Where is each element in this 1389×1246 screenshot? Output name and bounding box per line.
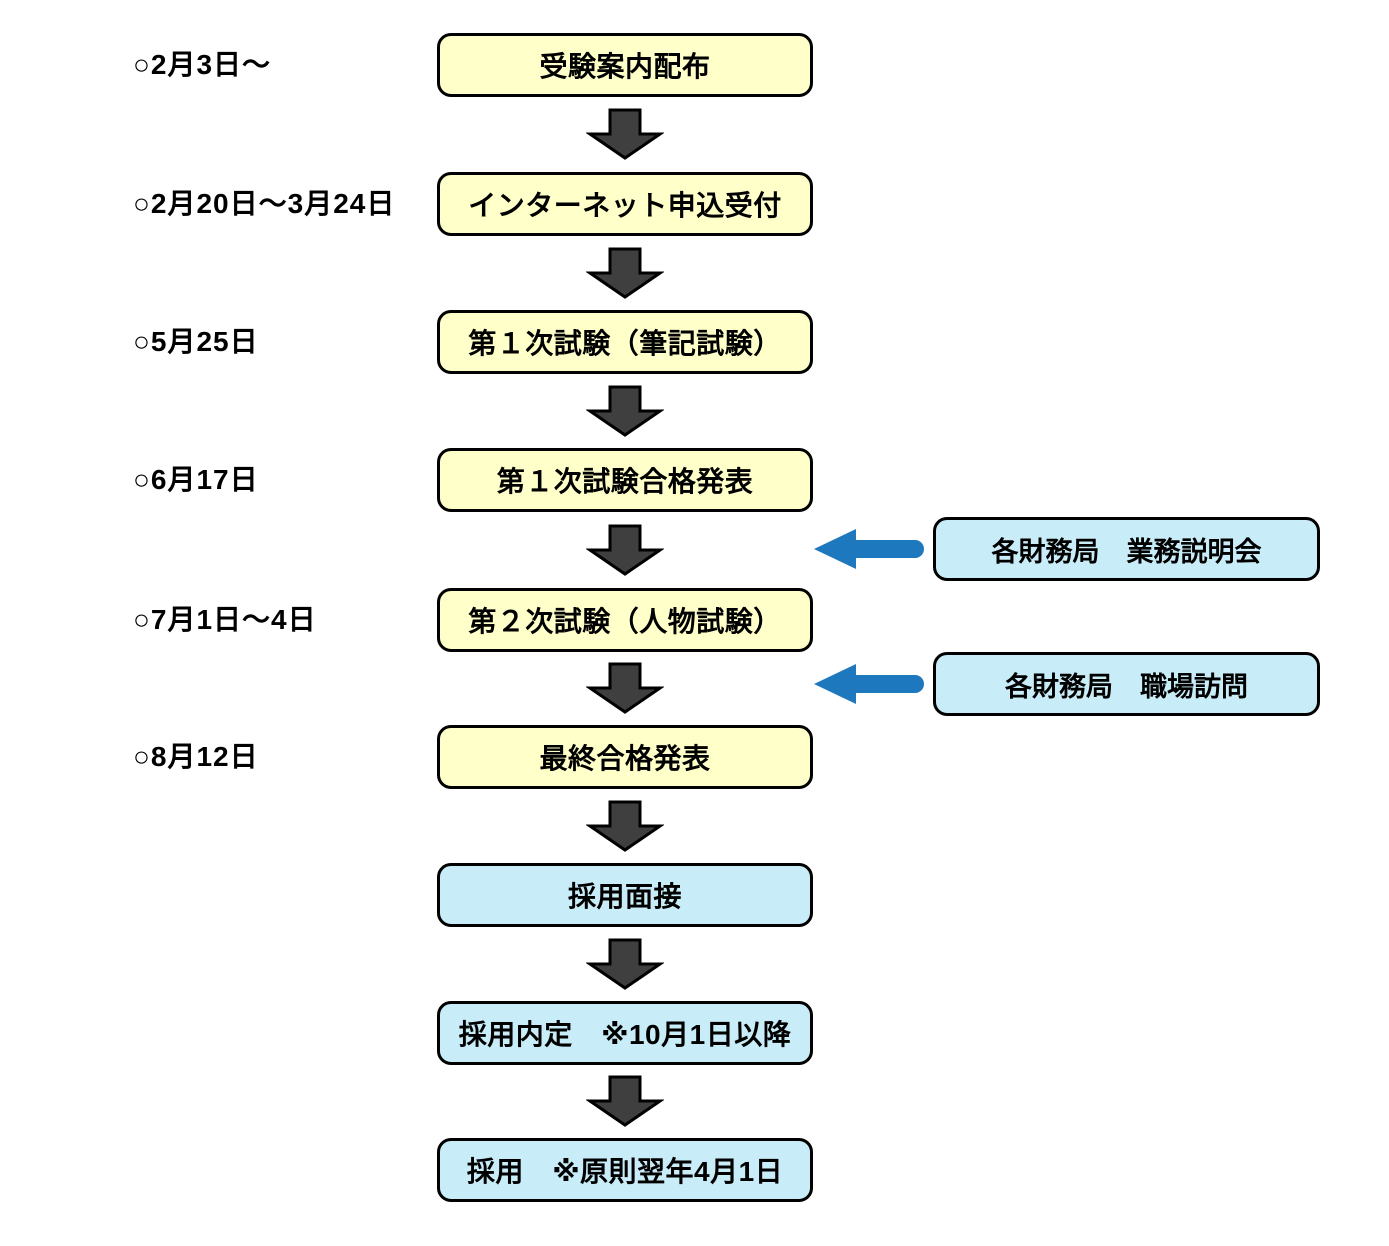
flow-box-label: 第１次試験合格発表 bbox=[496, 466, 754, 497]
flow-box-label: 最終合格発表 bbox=[539, 743, 711, 774]
flow-box-label: 受験案内配布 bbox=[539, 51, 711, 82]
date-label-guide-distribution: ○2月3日〜 bbox=[133, 49, 272, 80]
date-label-first-exam: ○5月25日 bbox=[133, 326, 259, 357]
flow-box-job-offer: 採用内定 ※10月1日以降 bbox=[437, 1001, 813, 1065]
side-box-workplace-visit: 各財務局 職場訪問 bbox=[933, 652, 1320, 716]
date-label-internet-application: ○2月20日〜3月24日 bbox=[133, 188, 396, 219]
flow-box-second-exam: 第２次試験（人物試験） bbox=[437, 588, 813, 652]
flow-box-first-exam: 第１次試験（筆記試験） bbox=[437, 310, 813, 374]
date-label-first-exam-results: ○6月17日 bbox=[133, 464, 259, 495]
flow-box-final-results: 最終合格発表 bbox=[437, 725, 813, 789]
down-arrow-icon bbox=[586, 938, 664, 990]
down-arrow-icon bbox=[586, 247, 664, 299]
flow-box-label: インターネット申込受付 bbox=[468, 190, 782, 221]
down-arrow-icon bbox=[586, 524, 664, 576]
flow-box-first-exam-results: 第１次試験合格発表 bbox=[437, 448, 813, 512]
date-label-final-results: ○8月12日 bbox=[133, 741, 259, 772]
side-box-briefing-session: 各財務局 業務説明会 bbox=[933, 517, 1320, 581]
down-arrow-icon bbox=[586, 662, 664, 714]
flow-box-internet-application: インターネット申込受付 bbox=[437, 172, 813, 236]
flow-box-label: 第１次試験（筆記試験） bbox=[468, 328, 782, 359]
flow-box-label: 採用 ※原則翌年4月1日 bbox=[466, 1156, 784, 1187]
down-arrow-icon bbox=[586, 800, 664, 852]
flow-box-label: 採用内定 ※10月1日以降 bbox=[458, 1019, 792, 1050]
left-arrow-icon bbox=[814, 529, 924, 569]
left-arrow-icon bbox=[814, 664, 924, 704]
date-label-second-exam: ○7月1日〜4日 bbox=[133, 604, 317, 635]
down-arrow-icon bbox=[586, 108, 664, 160]
side-box-label: 各財務局 業務説明会 bbox=[991, 536, 1262, 567]
flow-box-label: 採用面接 bbox=[567, 881, 682, 912]
flow-box-employment: 採用 ※原則翌年4月1日 bbox=[437, 1138, 813, 1202]
down-arrow-icon bbox=[586, 1075, 664, 1127]
side-box-label: 各財務局 職場訪問 bbox=[1005, 671, 1248, 702]
flow-box-guide-distribution: 受験案内配布 bbox=[437, 33, 813, 97]
flow-box-label: 第２次試験（人物試験） bbox=[468, 606, 782, 637]
flow-box-hiring-interview: 採用面接 bbox=[437, 863, 813, 927]
down-arrow-icon bbox=[586, 385, 664, 437]
